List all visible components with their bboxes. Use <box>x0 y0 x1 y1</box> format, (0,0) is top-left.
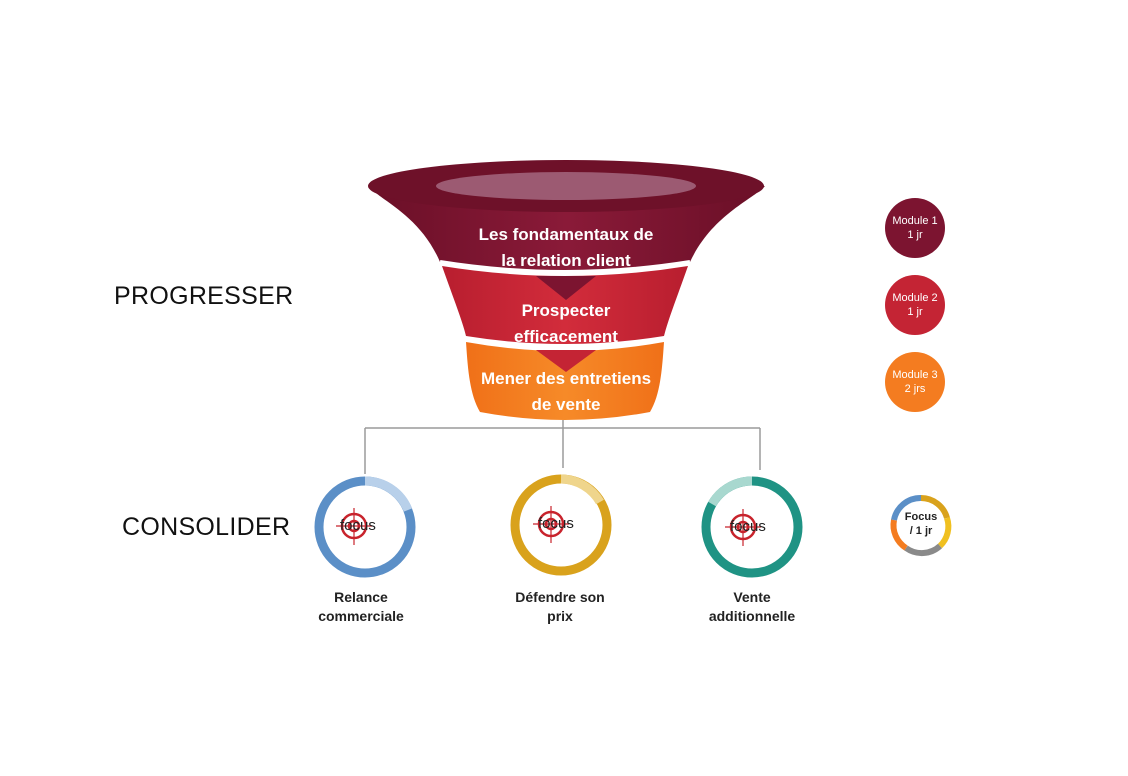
module-2-duration: 1 jr <box>907 306 923 318</box>
funnel-level-1-line2: la relation client <box>501 251 631 270</box>
connector-lines <box>364 420 761 474</box>
caption-3-line2: additionnelle <box>708 608 796 624</box>
funnel-level-2 <box>442 266 688 344</box>
funnel-arrow-1 <box>536 276 596 300</box>
module-3-title: Module 3 <box>892 369 938 381</box>
module-3-badge: Module 3 2 jrs <box>885 352 945 412</box>
focus-legend-ring <box>890 494 952 557</box>
funnel-level-1-line1: Les fondamentaux de <box>478 225 654 244</box>
funnel-level-3-line2: de vente <box>531 395 601 414</box>
caption-3-line1: Vente <box>733 589 771 605</box>
funnel-top-opening <box>436 172 696 200</box>
module-2-badge: Module 2 1 jr <box>885 275 945 335</box>
funnel-arrow-2 <box>536 350 596 372</box>
target-icon <box>336 508 372 545</box>
module-2-title: Module 2 <box>892 292 938 304</box>
focus-caption-vente: Vente additionnelle <box>672 588 832 626</box>
focus-legend-line2: / 1 jr <box>909 525 933 537</box>
focus-word-2: focus <box>538 515 574 532</box>
module-1-badge: Module 1 1 jr <box>885 198 945 258</box>
focus-legend-line1: Focus <box>904 511 938 523</box>
module-1-duration: 1 jr <box>907 229 923 241</box>
caption-1-line1: Relance <box>334 589 388 605</box>
target-icon <box>725 509 761 546</box>
module-1-title: Module 1 <box>892 215 938 227</box>
focus-ring-defendre <box>510 474 612 576</box>
funnel-level-2-label: Prospecter efficacement <box>466 298 666 350</box>
caption-2-line2: prix <box>547 608 573 624</box>
consolider-label: CONSOLIDER <box>122 513 291 541</box>
funnel-level-2-line2: efficacement <box>514 327 618 346</box>
caption-2-line1: Défendre son <box>515 589 605 605</box>
funnel-separator <box>463 336 667 349</box>
funnel-level-1-label: Les fondamentaux de la relation client <box>466 222 666 274</box>
funnel-level-3-label: Mener des entretiens de vente <box>456 366 676 418</box>
focus-legend-label: Focus / 1 jr <box>891 510 951 538</box>
focus-caption-relance: Relance commerciale <box>281 588 441 626</box>
target-icon <box>533 506 569 543</box>
focus-word-3: focus <box>730 518 766 535</box>
funnel-level-3-line1: Mener des entretiens <box>480 369 652 388</box>
funnel-separator <box>439 260 691 274</box>
caption-1-line2: commerciale <box>318 608 404 624</box>
funnel-level-3 <box>466 342 664 420</box>
module-3-duration: 2 jrs <box>904 383 926 395</box>
funnel-level-2-line1: Prospecter <box>521 301 611 320</box>
focus-caption-defendre: Défendre son prix <box>480 588 640 626</box>
focus-word-1: focus <box>340 517 376 534</box>
progresser-label: PROGRESSER <box>114 282 294 310</box>
